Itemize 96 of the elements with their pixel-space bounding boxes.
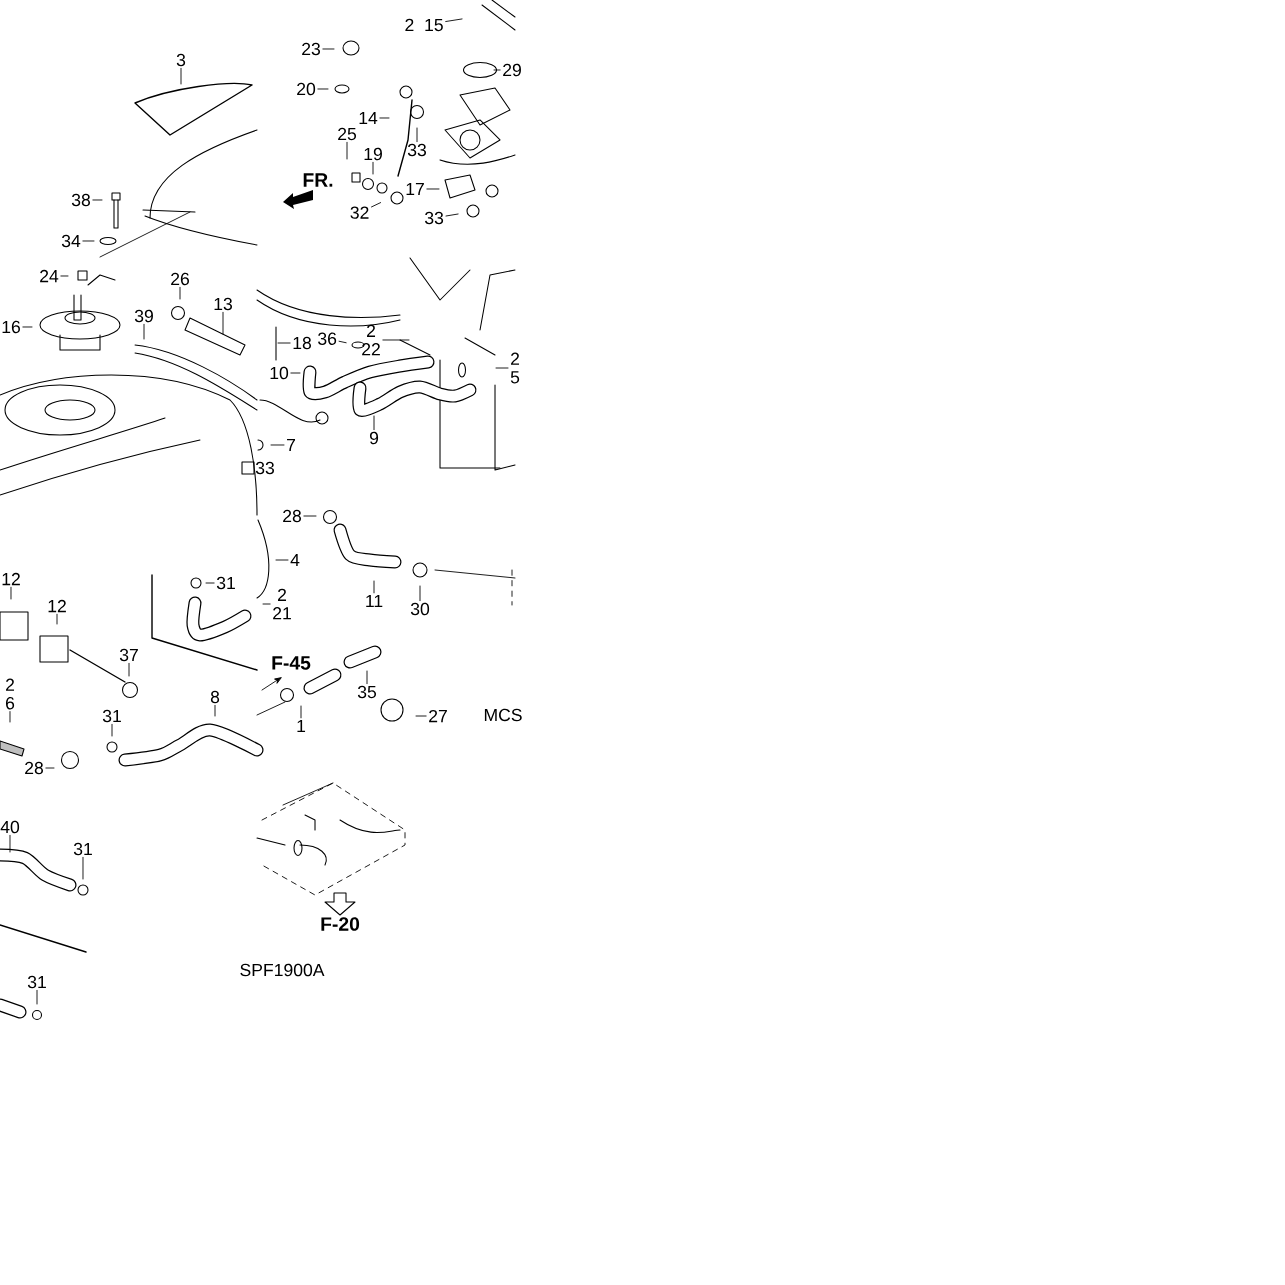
leader-line (303, 515, 317, 517)
callout-number: 31 (102, 709, 121, 723)
leader-line (45, 767, 55, 769)
callout-number: 2 6 (6, 678, 15, 710)
callout-number: 36 (318, 332, 337, 345)
callout-number: 28 (25, 761, 43, 775)
leader-line (419, 585, 421, 602)
callout-number: 11 (366, 594, 383, 608)
reference-label: FR. (303, 173, 333, 187)
leader-line (214, 704, 216, 717)
leader-line (416, 127, 418, 143)
callout-number: 33 (425, 211, 444, 225)
callout-number: 4 (290, 553, 300, 567)
leader-line (60, 275, 69, 277)
leader-line (493, 69, 501, 71)
callout-number: 33 (255, 461, 274, 475)
callout-number: 19 (364, 147, 382, 161)
leader-line (445, 18, 463, 22)
callout-number: 31 (216, 576, 235, 590)
callout-number: 35 (357, 685, 377, 699)
callout-number: 25 (338, 127, 357, 141)
callout-number: 2 5 (510, 352, 520, 384)
callout-number: 31 (27, 975, 46, 989)
reference-label: F-45 (272, 656, 311, 670)
leader-line (373, 580, 375, 594)
leader-line (180, 67, 182, 85)
callout-number: 27 (429, 709, 447, 723)
leader-line (9, 834, 11, 853)
leader-line (270, 444, 285, 446)
callout-number: 12 (2, 572, 20, 586)
callout-number: 34 (61, 234, 81, 248)
callout-number: 28 (283, 509, 301, 523)
callout-number: 33 (407, 143, 426, 157)
callout-number: 9 (369, 431, 379, 445)
callout-number: 32 (350, 206, 369, 219)
leader-line (371, 202, 382, 208)
leader-line (222, 311, 224, 335)
leader-line (379, 117, 390, 119)
leader-line (143, 323, 145, 340)
callout-number: 3 (176, 53, 186, 67)
callout-number: 23 (302, 42, 320, 56)
callout-number: 1 (297, 719, 306, 733)
leader-line (10, 586, 12, 600)
leader-line (36, 989, 38, 1005)
callout-number: 37 (119, 648, 138, 662)
leader-line (262, 603, 271, 605)
callout-number: 12 (48, 599, 66, 613)
callout-number: 40 (0, 820, 20, 834)
leader-line (300, 705, 302, 719)
reference-label: F-20 (321, 917, 360, 931)
callout-number: 2 21 (273, 588, 291, 620)
leader-line (92, 199, 103, 201)
callout-number: 16 (2, 320, 20, 334)
leader-line (373, 415, 375, 431)
leader-line (111, 723, 113, 737)
leader-line (82, 856, 84, 880)
callout-number: 38 (71, 193, 90, 207)
leader-line (179, 286, 181, 300)
callout-number: 39 (134, 309, 153, 323)
leader-line (322, 48, 335, 50)
leader-line (495, 367, 509, 369)
leader-line (372, 161, 374, 175)
leader-line (415, 715, 427, 717)
drawing-code: MCS (484, 708, 522, 722)
callout-number: 26 (171, 272, 189, 286)
leader-line (346, 141, 348, 160)
callout-number: 2 22 (362, 324, 380, 356)
leader-line (56, 613, 58, 625)
callout-number: 7 (287, 438, 295, 452)
callout-number: 2 15 (405, 18, 443, 32)
leader-line (128, 662, 130, 677)
leader-line (317, 88, 329, 90)
leader-line (275, 559, 289, 561)
leader-line (290, 372, 301, 374)
callout-number: 10 (270, 366, 289, 380)
callout-number: 14 (359, 111, 378, 125)
leader-line (22, 326, 33, 328)
leader-line (445, 213, 459, 217)
drawing-code: SPF1900A (240, 963, 325, 977)
leader-line (9, 711, 11, 723)
callout-number: 30 (410, 602, 430, 616)
callout-number: 17 (406, 182, 424, 196)
leader-line (205, 582, 215, 584)
callout-number: 18 (293, 336, 311, 350)
leader-line (366, 670, 368, 685)
leader-line (277, 342, 291, 344)
callout-number: 29 (503, 63, 521, 77)
callout-number: 8 (210, 690, 220, 704)
leader-line (426, 188, 440, 190)
callout-number: 31 (73, 842, 92, 856)
leader-line (338, 340, 347, 344)
callout-number: 13 (214, 297, 232, 311)
callout-number: 24 (40, 269, 59, 283)
callout-number: 20 (297, 82, 316, 96)
leader-line (82, 240, 95, 242)
leader-line (382, 339, 410, 341)
